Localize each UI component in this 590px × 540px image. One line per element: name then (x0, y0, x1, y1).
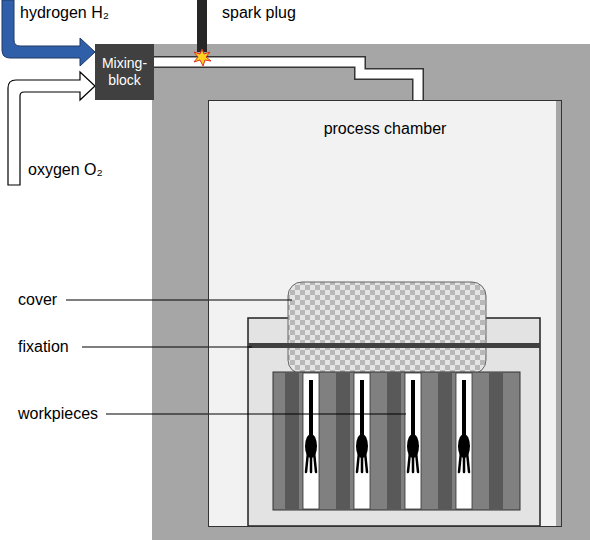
leader-line (82, 346, 252, 347)
process-chamber: process chamber (208, 100, 562, 527)
cover (288, 282, 486, 374)
workpiece-slot (456, 373, 472, 509)
holder-stripe (336, 373, 350, 509)
workpiece (356, 380, 368, 472)
holder-stripe (387, 373, 401, 509)
part-label: workpieces (18, 404, 98, 424)
gas-pipe (154, 62, 418, 101)
block-label: Mixing- block (99, 55, 151, 89)
holder-stripe (438, 373, 452, 509)
workpiece (407, 380, 419, 472)
part-label: spark plug (222, 3, 296, 23)
spark (194, 49, 211, 66)
holder-stripe (489, 373, 503, 509)
chamber-fill (208, 100, 556, 527)
workpiece (458, 380, 470, 472)
leader-line (106, 413, 406, 414)
housing (152, 44, 590, 540)
chamber-label: process chamber (209, 119, 561, 139)
fixation-bar (248, 343, 540, 348)
workpiece-slot (354, 373, 370, 509)
holder-stripe (285, 373, 299, 509)
gas-label: oxygen O₂ (28, 160, 103, 180)
holder-detail (285, 373, 503, 509)
workpiece-slot (405, 373, 421, 509)
spark-plug (197, 0, 207, 52)
part-label: cover (18, 290, 57, 310)
workpiece (305, 380, 317, 472)
mixing-block: Mixing- block (95, 44, 154, 100)
leader-line (66, 299, 292, 300)
workpiece-holder (273, 372, 520, 510)
part-label: fixation (18, 337, 69, 357)
gas-label: hydrogen H₂ (20, 3, 109, 23)
workpiece-slot (303, 373, 319, 509)
